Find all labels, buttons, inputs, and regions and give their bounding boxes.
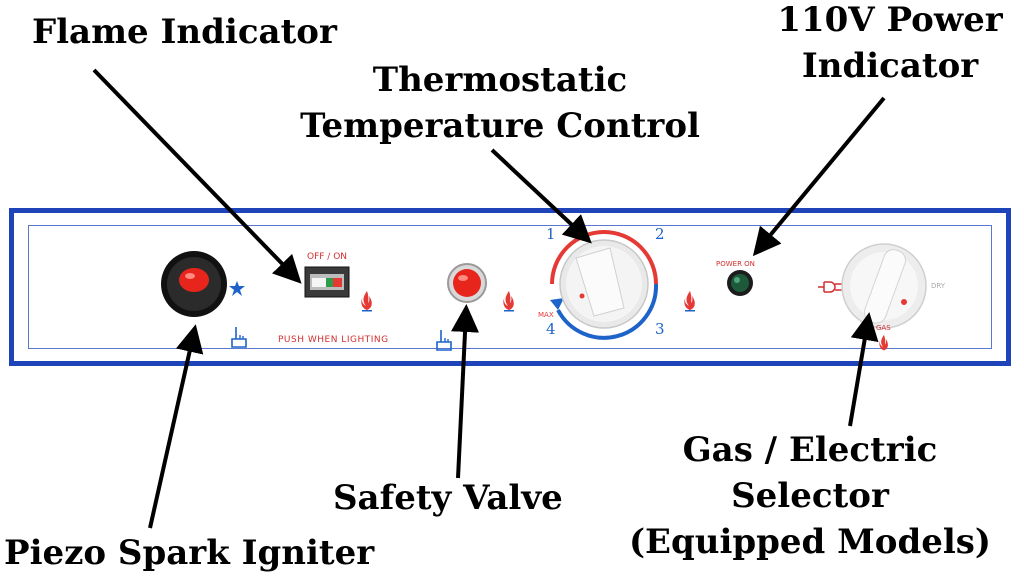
arrow-safety-valve (451, 304, 480, 479)
label-power-indicator: 110V Power Indicator (760, 0, 1020, 86)
panel-inner-border (28, 225, 992, 349)
plug-icon (818, 281, 843, 293)
dry-label: DRY (931, 282, 946, 290)
gas-label: GAS (876, 324, 891, 332)
arrow-piezo (148, 324, 204, 529)
dial-mark-3: 3 (655, 320, 665, 338)
label-safety-valve: Safety Valve (333, 478, 563, 518)
dial-mark-2: 2 (655, 225, 665, 243)
label-selector-line3: (Equipped Models) (628, 522, 992, 562)
flame-icon (361, 291, 372, 312)
label-thermostat: Thermostatic Temperature Control (270, 60, 730, 146)
label-thermostat-line1: Thermostatic (372, 60, 628, 100)
flame-icon-2 (503, 291, 514, 312)
label-piezo: Piezo Spark Igniter (4, 533, 375, 573)
power-on-label: POWER ON (716, 260, 755, 268)
label-power-line2: Indicator (801, 46, 979, 86)
arrow-selector (848, 312, 879, 427)
arrow-flame-indicator (92, 68, 302, 284)
label-selector: Gas / Electric Selector (Equipped Models… (596, 430, 1024, 562)
off-on-label: OFF / ON (307, 252, 348, 262)
label-thermostat-line2: Temperature Control (300, 106, 700, 146)
star-icon (229, 281, 245, 296)
thermostat-dial[interactable] (538, 222, 672, 346)
label-flame-indicator: Flame Indicator (32, 12, 337, 52)
push-finger-icon (231, 327, 247, 348)
flame-icon-4 (879, 334, 888, 351)
push-when-lighting-label: PUSH WHEN LIGHTING (278, 335, 389, 345)
safety-valve-button[interactable] (446, 262, 488, 304)
arrow-thermostat (490, 148, 592, 244)
gas-electric-selector-knob[interactable] (838, 240, 930, 332)
dial-mark-1: 1 (546, 225, 556, 243)
flame-icon-3 (684, 291, 695, 312)
flame-indicator-window (304, 266, 350, 298)
label-selector-line2: Selector (731, 476, 889, 516)
label-power-line1: 110V Power (777, 0, 1003, 40)
arrow-power-indicator (752, 96, 886, 257)
label-selector-line1: Gas / Electric (682, 430, 938, 470)
piezo-igniter-button[interactable] (158, 248, 230, 320)
push-finger-icon-2 (436, 330, 452, 351)
dial-max-label: MAX (538, 311, 554, 319)
power-indicator-light (727, 270, 753, 296)
dial-mark-4: 4 (546, 320, 556, 338)
